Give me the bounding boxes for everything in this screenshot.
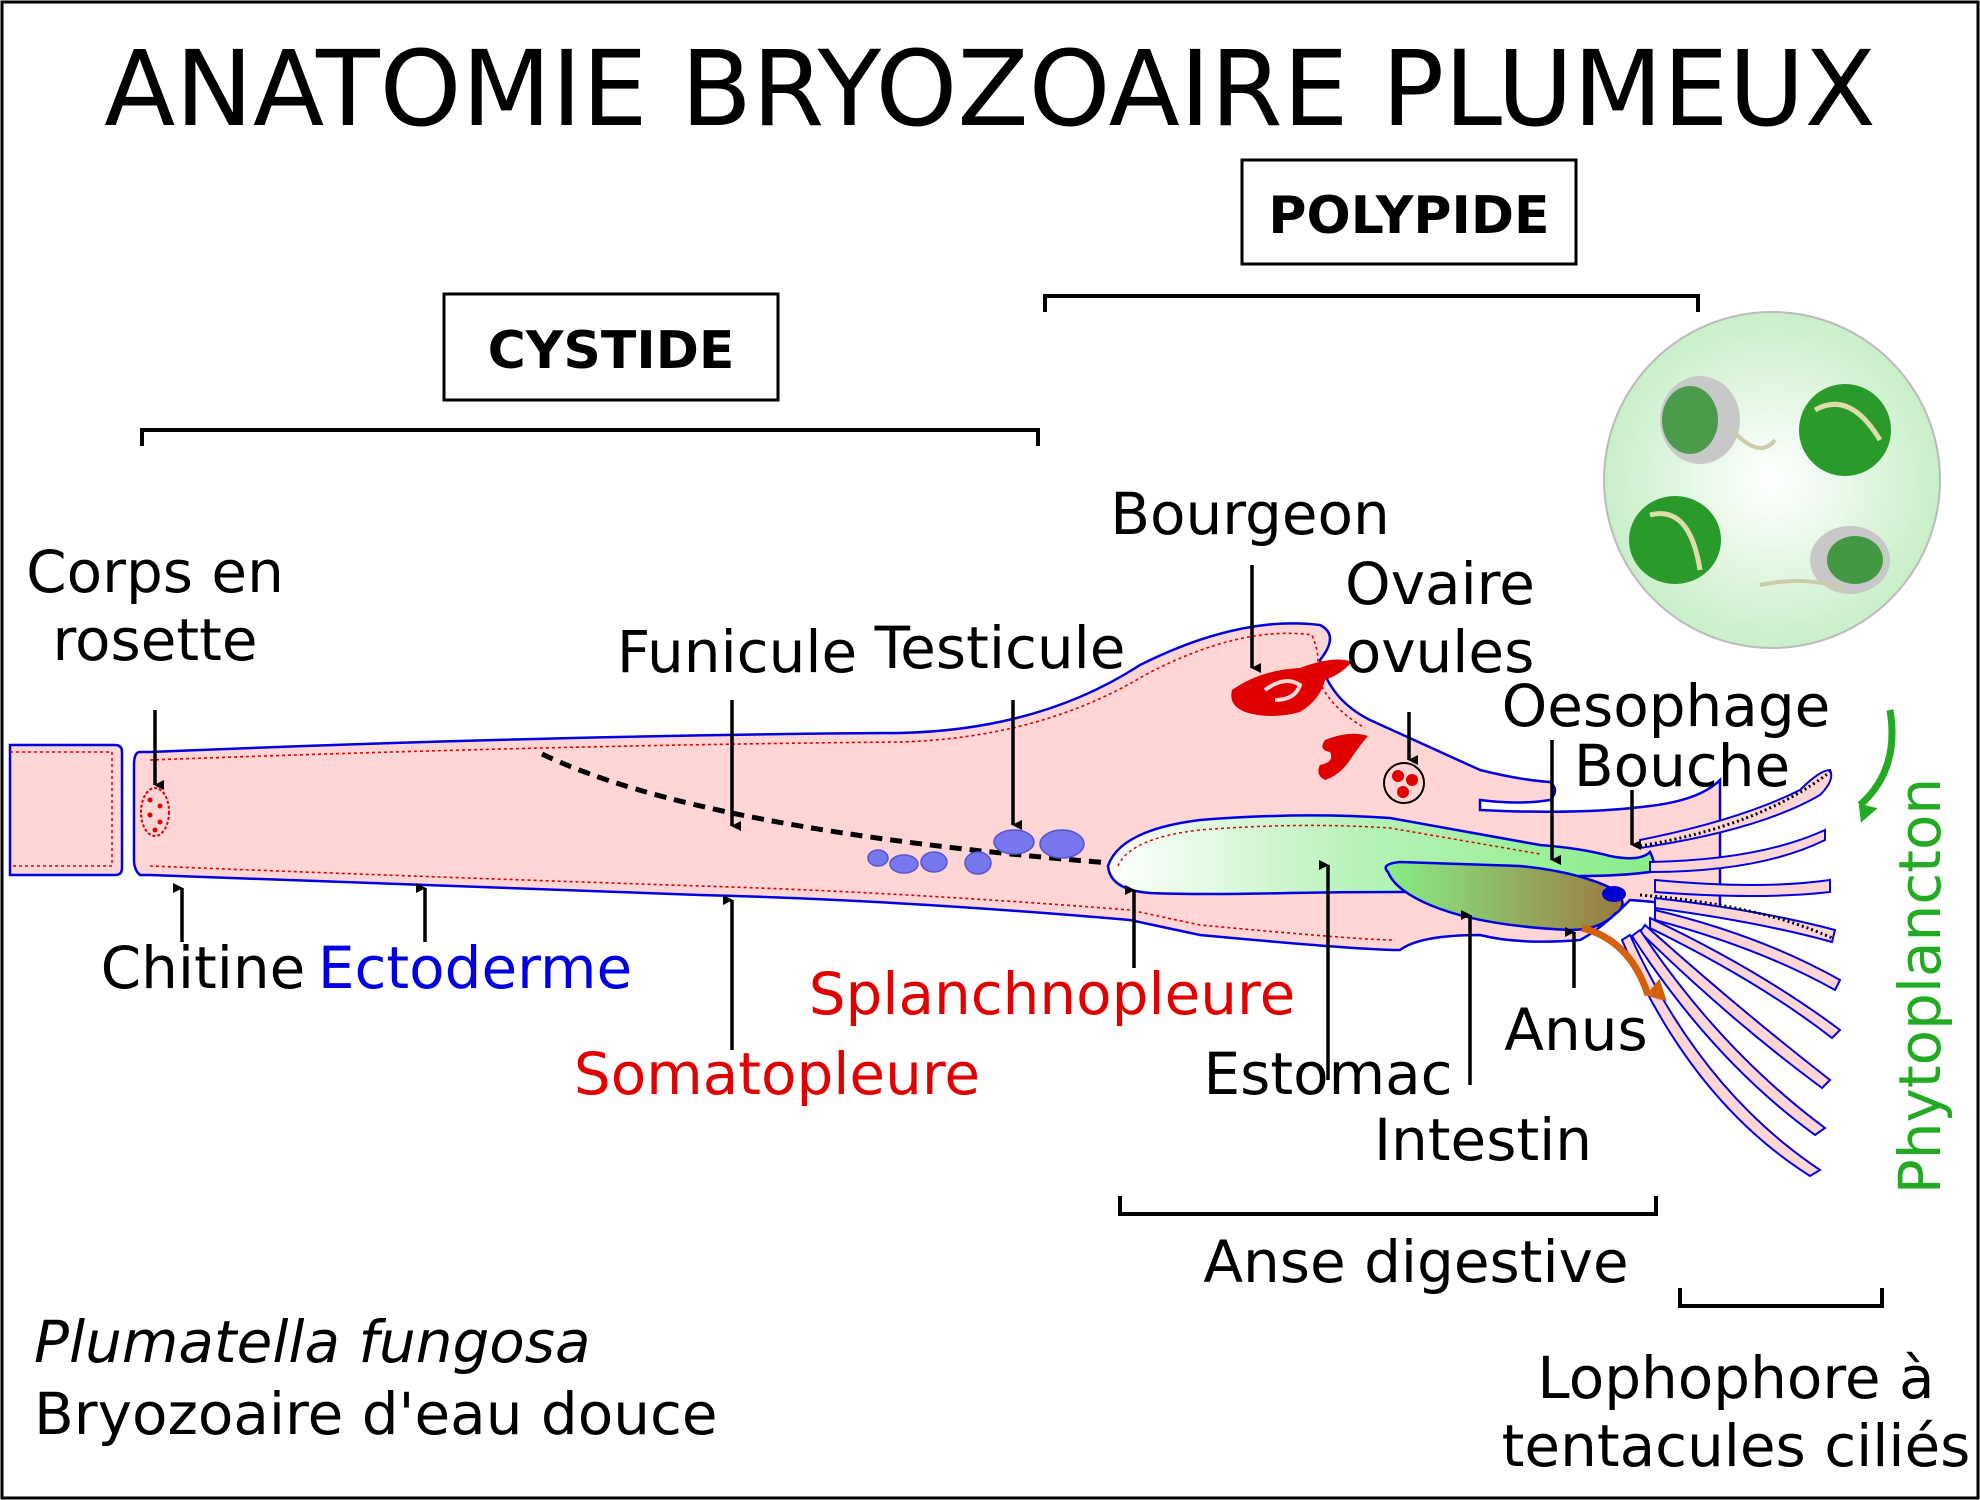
label-bouche: Bouche [1574,732,1790,800]
label-testicule: Testicule [874,614,1126,682]
phytoplankton-cell [1759,526,1890,594]
anse-digestive-bracket [1118,1196,1658,1216]
funiculus [540,751,1111,866]
label-bourgeon: Bourgeon [1110,480,1390,548]
label-corps-en-rosette: Corps en [26,538,284,606]
label-lophophore: Lophophore à [1537,1344,1934,1412]
phytoplankton-cell [1660,376,1777,464]
label-ovules: ovules [1346,618,1535,686]
ovary [1383,762,1425,804]
label-oesophage: Oesophage [1502,672,1831,740]
label-anus: Anus [1504,996,1647,1064]
polypide-box: POLYPIDE [1240,158,1578,266]
phytoplankton-cell [1629,496,1721,584]
label-chitine: Chitine [101,934,306,1002]
phytoplankton-inset [1603,311,1941,649]
cystide-bracket [140,428,1040,446]
excretion-arrow [1581,924,1667,1002]
lophophore [1620,768,1842,1178]
phytoplankton-arrow [1857,709,1896,823]
ganglion [1602,886,1626,902]
polypide-bracket [1043,294,1700,312]
cystide-label: CYSTIDE [488,321,735,381]
phytoplankton-cell [1799,384,1891,476]
rosette-body [140,787,170,837]
caption-species: Plumatella fungosa [34,1308,591,1376]
label-ectoderme: Ectoderme [318,934,632,1002]
label-intestin: Intestin [1374,1106,1592,1174]
label-phytoplancton: Phytoplancton [1886,778,1954,1194]
lophophore-bracket [1678,1288,1884,1308]
polypide-label: POLYPIDE [1268,186,1549,246]
label-funicule: Funicule [617,618,857,686]
cystide-box: CYSTIDE [442,292,780,402]
bud-small [1318,733,1368,780]
page-title: ANATOMIE BRYOZOAIRE PLUMEUX [104,28,1876,150]
label-ovaire: Ovaire [1345,550,1535,618]
label-tentacules: tentacules ciliés [1502,1412,1971,1480]
cilia-upper [1639,770,1831,848]
label-somatopleure: Somatopleure [574,1040,980,1108]
label-estomac: Estomac [1203,1040,1452,1108]
label-corps-en-rosette-2: rosette [52,606,257,674]
caption-description: Bryozoaire d'eau douce [34,1380,718,1448]
bud [1231,659,1352,716]
testis [867,829,1085,875]
chitin-segment [8,743,124,877]
label-anse-digestive: Anse digestive [1203,1228,1628,1296]
intestine [1384,860,1624,932]
label-splanchnopleure: Splanchnopleure [809,960,1296,1028]
